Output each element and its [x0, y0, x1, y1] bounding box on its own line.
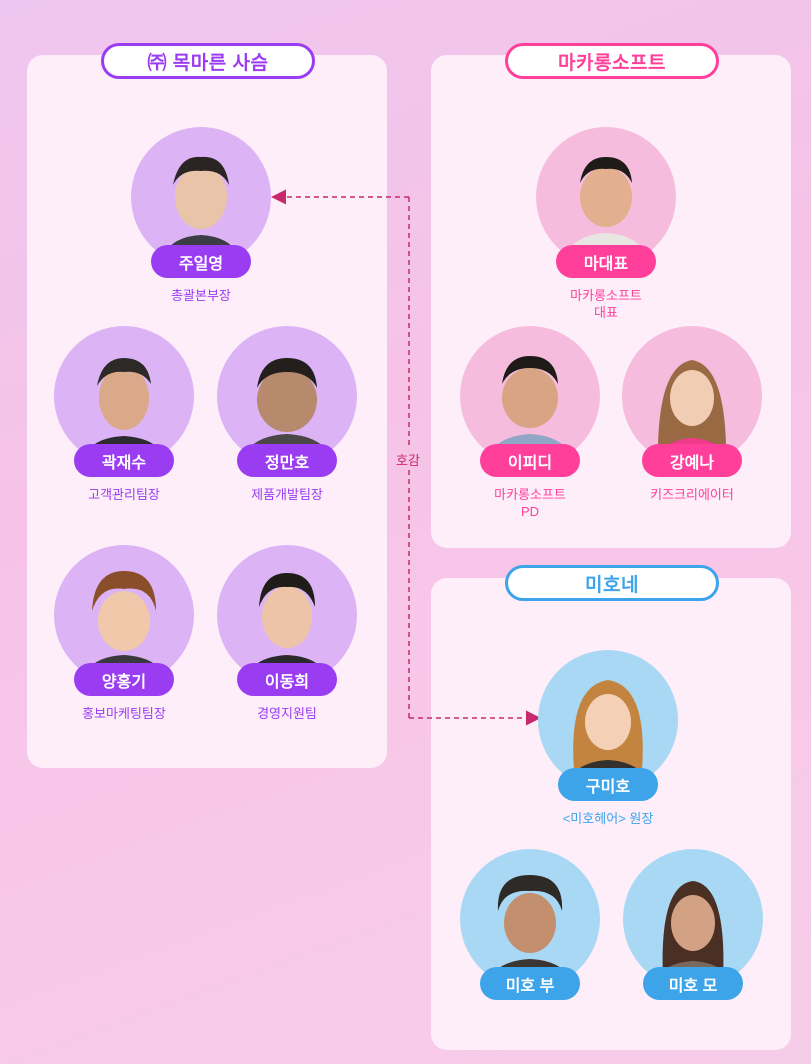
- character-role: 마카롱소프트 대표: [570, 288, 642, 320]
- character-name: 강예나: [642, 444, 742, 477]
- character-name: 미호 모: [643, 967, 743, 1000]
- character-name: 미호 부: [480, 967, 580, 1000]
- character-name: 이피디: [480, 444, 580, 477]
- miho-title: 미호네: [505, 565, 719, 601]
- portrait-image: [131, 127, 271, 267]
- character-name: 구미호: [558, 768, 658, 801]
- character-name: 주일영: [151, 245, 251, 278]
- macaron-title: 마카롱소프트: [505, 43, 719, 79]
- character-role: 총괄본부장: [171, 288, 231, 303]
- character-role: <미호헤어> 원장: [562, 811, 654, 826]
- portrait-image: [54, 545, 194, 685]
- portrait-image: [217, 326, 357, 466]
- character-name: 정만호: [237, 444, 337, 477]
- character-role: 경영지원팀: [257, 706, 317, 721]
- character-name: 곽재수: [74, 444, 174, 477]
- character-role: 홍보마케팅팀장: [82, 706, 166, 721]
- character-role: 제품개발팀장: [251, 487, 323, 502]
- portrait-image: [460, 326, 600, 466]
- character-name: 이동희: [237, 663, 337, 696]
- character-role: 고객관리팀장: [88, 487, 160, 502]
- character-role: 마카롱소프트 PD: [494, 487, 566, 519]
- portrait-image: [217, 545, 357, 685]
- character-name: 마대표: [556, 245, 656, 278]
- character-role: 키즈크리에이터: [650, 487, 734, 502]
- character-name: 양홍기: [74, 663, 174, 696]
- relation-label: 호감: [396, 453, 420, 468]
- mokmarun-title: ㈜ 목마른 사슴: [101, 43, 315, 79]
